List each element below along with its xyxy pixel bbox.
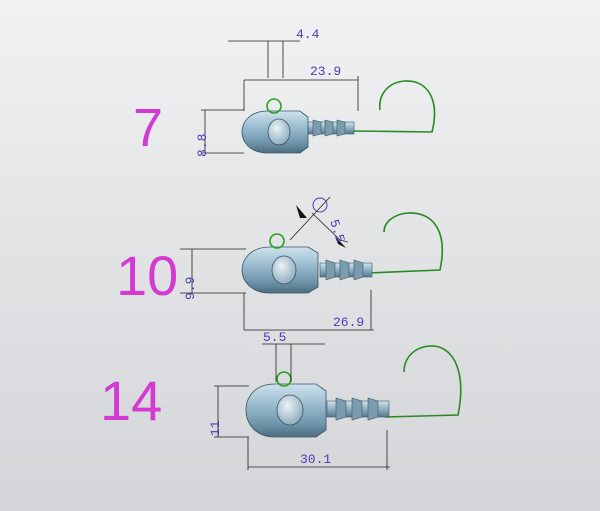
size-label-7: 7: [133, 98, 163, 158]
jig-size-10: 10 5.5 9.9 26.9: [116, 196, 444, 331]
hook-wire-7: [351, 80, 436, 133]
eye-hole-10: [271, 255, 297, 285]
shank-10: [319, 259, 373, 281]
dimensions-7: 4.4 23.9 8.8: [195, 27, 359, 157]
dimensions-10: 5.5 9.9 26.9: [180, 196, 374, 331]
dimensions-14: 5.5 11 30.1: [208, 330, 390, 470]
dim-length-10: 26.9: [333, 315, 364, 330]
eye-hole-14: [276, 394, 304, 426]
dim-height-14: 11: [208, 420, 223, 436]
dim-height-7: 8.8: [195, 134, 210, 157]
dim-height-10: 9.9: [183, 277, 198, 300]
shank-7: [307, 119, 355, 137]
dim-length-7: 23.9: [310, 64, 341, 79]
line-tie-ring-10: [269, 233, 285, 249]
hook-wire-14: [384, 345, 462, 418]
shank-14: [326, 397, 390, 421]
dim-eye-diameter-10: 5.5: [326, 218, 347, 245]
dim-eye-offset-7: 4.4: [296, 27, 320, 42]
dim-length-14: 30.1: [300, 452, 331, 467]
eye-hole-7: [267, 118, 291, 146]
jig-size-14: 14 5.5 11 30.1: [100, 330, 462, 470]
size-label-10: 10: [116, 244, 178, 307]
line-tie-ring-7: [266, 98, 282, 114]
jig-size-7: 7 4.4 23.9 8.8: [133, 27, 436, 158]
dim-eye-offset-14: 5.5: [263, 330, 286, 345]
hook-wire-10: [367, 212, 444, 274]
size-label-14: 14: [100, 369, 162, 432]
